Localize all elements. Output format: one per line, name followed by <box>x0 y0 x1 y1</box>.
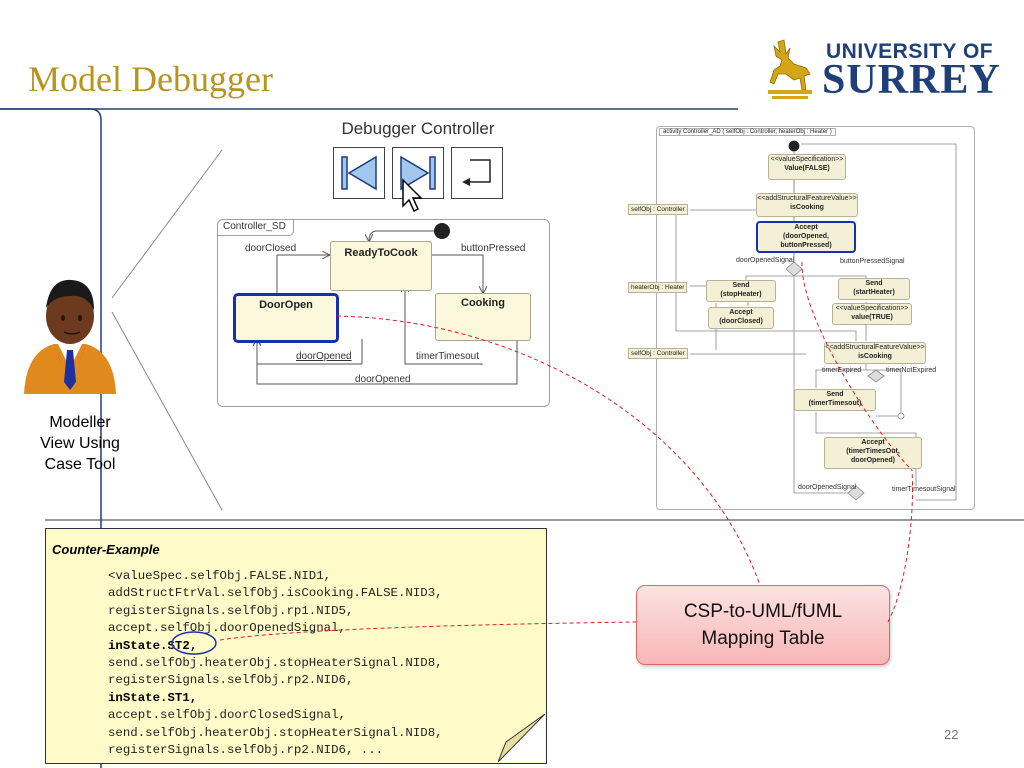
return-button[interactable] <box>451 147 503 199</box>
transition-label: doorClosed <box>245 243 297 254</box>
trace-state-prefix: inState. <box>108 638 168 653</box>
page-number: 22 <box>944 727 959 742</box>
ad-node-line: (stopHeater) <box>720 291 762 298</box>
stag-logo-icon <box>768 39 812 99</box>
mouse-cursor-icon <box>402 178 423 213</box>
trace-line: <valueSpec.selfObj.FALSE.NID1, <box>108 569 332 583</box>
ad-send-startheater[interactable]: Send (startHeater) <box>838 278 910 300</box>
counter-example-heading: Counter-Example <box>52 542 160 557</box>
transition-label: timerTimesout <box>416 351 479 362</box>
ad-edge-label: timerTimesoutSignal <box>892 486 956 493</box>
state-readytocook[interactable]: ReadyToCook <box>330 241 432 291</box>
ad-accept-timertimesout[interactable]: Accept (timerTimesOut, doorOpened) <box>824 437 922 469</box>
ad-node-line: Send <box>826 391 844 398</box>
ad-node-line: (startHeater) <box>853 289 895 296</box>
step-back-icon <box>341 155 377 191</box>
state-dooropen[interactable]: DoorOpen <box>233 293 339 343</box>
ad-pin-heaterobj: heaterObj : Heater <box>628 282 688 293</box>
trace-line-bold: inState.ST1, <box>108 690 198 705</box>
ad-edge-label: doorOpenedSignal <box>736 257 795 264</box>
trace-state-suffix: , <box>189 638 198 653</box>
ad-node-line: <<valueSpecification>> <box>835 305 909 312</box>
trace-line: registerSignals.selfObj.rp2.NID6, <box>108 673 354 688</box>
trace-line: send.selfObj.heaterObj.stopHeaterSignal.… <box>108 656 443 671</box>
caption-line: Case Tool <box>44 456 116 473</box>
ad-node-line: isCooking <box>790 204 824 211</box>
logo-line2: SURREY <box>822 57 1001 103</box>
trace-line: registerSignals.selfObj.rp1.NID5, <box>108 603 354 618</box>
ad-accept-dooropened[interactable]: Accept (doorOpened, buttonPressed) <box>756 221 856 253</box>
ad-value-false[interactable]: <<valueSpecification>> Value(FALSE) <box>768 154 846 180</box>
trace-state-st2[interactable]: ST2 <box>167 638 190 653</box>
ad-node-line: Accept <box>729 309 753 316</box>
activity-diagram-edges <box>675 140 957 501</box>
ad-edge-label: buttonPressedSignal <box>840 258 905 265</box>
ad-add-iscooking-2[interactable]: <<addStructuralFeatureValue>> isCooking <box>824 342 926 364</box>
ad-node-line: (doorOpened, <box>783 233 829 240</box>
ad-pin-selfobj: selfObj : Controller <box>628 204 688 215</box>
transition-label: doorOpened <box>355 374 411 385</box>
logo-line1: UNIVERSITY OF <box>826 40 994 63</box>
ad-node-line: Accept <box>861 439 885 446</box>
trace-line: accept.selfObj.doorClosedSignal, <box>108 708 346 723</box>
return-arrow-icon <box>462 159 491 186</box>
ad-node-line: (timerTimesout) <box>808 400 862 407</box>
caption-line: Modeller <box>49 414 111 431</box>
ad-node-line: <<valueSpecification>> <box>770 156 844 163</box>
state-cooking[interactable]: Cooking <box>435 293 531 341</box>
ad-pin-selfobj: selfObj : Controller <box>628 348 688 359</box>
step-back-button[interactable] <box>333 147 385 199</box>
ad-node-line: <<addStructuralFeatureValue>> <box>825 344 925 351</box>
ad-edge-label: doorOpenedSignal <box>798 484 857 491</box>
trace-line: registerSignals.selfObj.rp2.NID6, ... <box>108 743 384 758</box>
avatar-caption: Modeller View Using Case Tool <box>20 412 140 475</box>
transition-label: buttonPressed <box>461 243 526 254</box>
caption-line: View Using <box>40 435 120 452</box>
modeller-avatar <box>24 279 116 394</box>
ad-accept-doorclosed[interactable]: Accept (doorClosed) <box>708 307 774 329</box>
step-forward-button[interactable] <box>392 147 444 199</box>
ad-node-line: <<addStructuralFeatureValue>> <box>757 195 857 202</box>
mapping-table-box[interactable]: CSP-to-UML/fUML Mapping Table <box>636 585 890 665</box>
counter-example-trace: <valueSpec.selfObj.FALSE.NID1, addStructF… <box>108 568 443 759</box>
step-forward-icon <box>400 155 436 191</box>
trace-line-bold: inState.ST2, <box>108 638 443 655</box>
activity-diagram-header: activity Controller_AD ( selfObj : Contr… <box>659 128 836 136</box>
ad-send-timertimesout[interactable]: Send (timerTimesout) <box>794 389 876 411</box>
ad-node-line: Accept <box>794 224 818 231</box>
university-logo <box>760 34 820 111</box>
ad-node-line: (timerTimesOut, <box>846 448 900 455</box>
ad-node-line: Value(FALSE) <box>784 165 830 172</box>
slide-title: Model Debugger <box>28 59 273 99</box>
ad-node-line: doorOpened) <box>851 457 895 464</box>
state-diagram-label: Controller_SD <box>217 219 294 236</box>
trace-line: accept.selfObj.doorOpenedSignal, <box>108 621 346 636</box>
ad-edge-label: timerExpired <box>822 367 862 374</box>
ad-node-line: buttonPressed) <box>780 242 832 249</box>
mapping-line: Mapping Table <box>701 628 825 649</box>
debugger-title: Debugger Controller <box>341 119 495 138</box>
ad-node-line: Send <box>732 282 750 289</box>
ad-send-stopheater[interactable]: Send (stopHeater) <box>706 280 776 302</box>
ad-node-line: (doorClosed) <box>719 318 763 325</box>
ad-node-line: isCooking <box>858 353 892 360</box>
trace-line: addStructFtrVal.selfObj.isCooking.FALSE.… <box>108 586 443 601</box>
note-folded-corner <box>498 714 546 763</box>
trace-line: send.selfObj.heaterObj.stopHeaterSignal.… <box>108 725 443 740</box>
ad-add-iscooking-1[interactable]: <<addStructuralFeatureValue>> isCooking <box>756 193 858 217</box>
transition-label: doorOpened <box>296 351 352 362</box>
ad-value-true[interactable]: <<valueSpecification>> value(TRUE) <box>832 303 912 325</box>
ad-node-line: Send <box>865 280 883 287</box>
ad-edge-label: timerNotExpired <box>886 367 937 374</box>
mapping-line: CSP-to-UML/fUML <box>683 601 843 622</box>
ad-node-line: value(TRUE) <box>851 314 893 321</box>
